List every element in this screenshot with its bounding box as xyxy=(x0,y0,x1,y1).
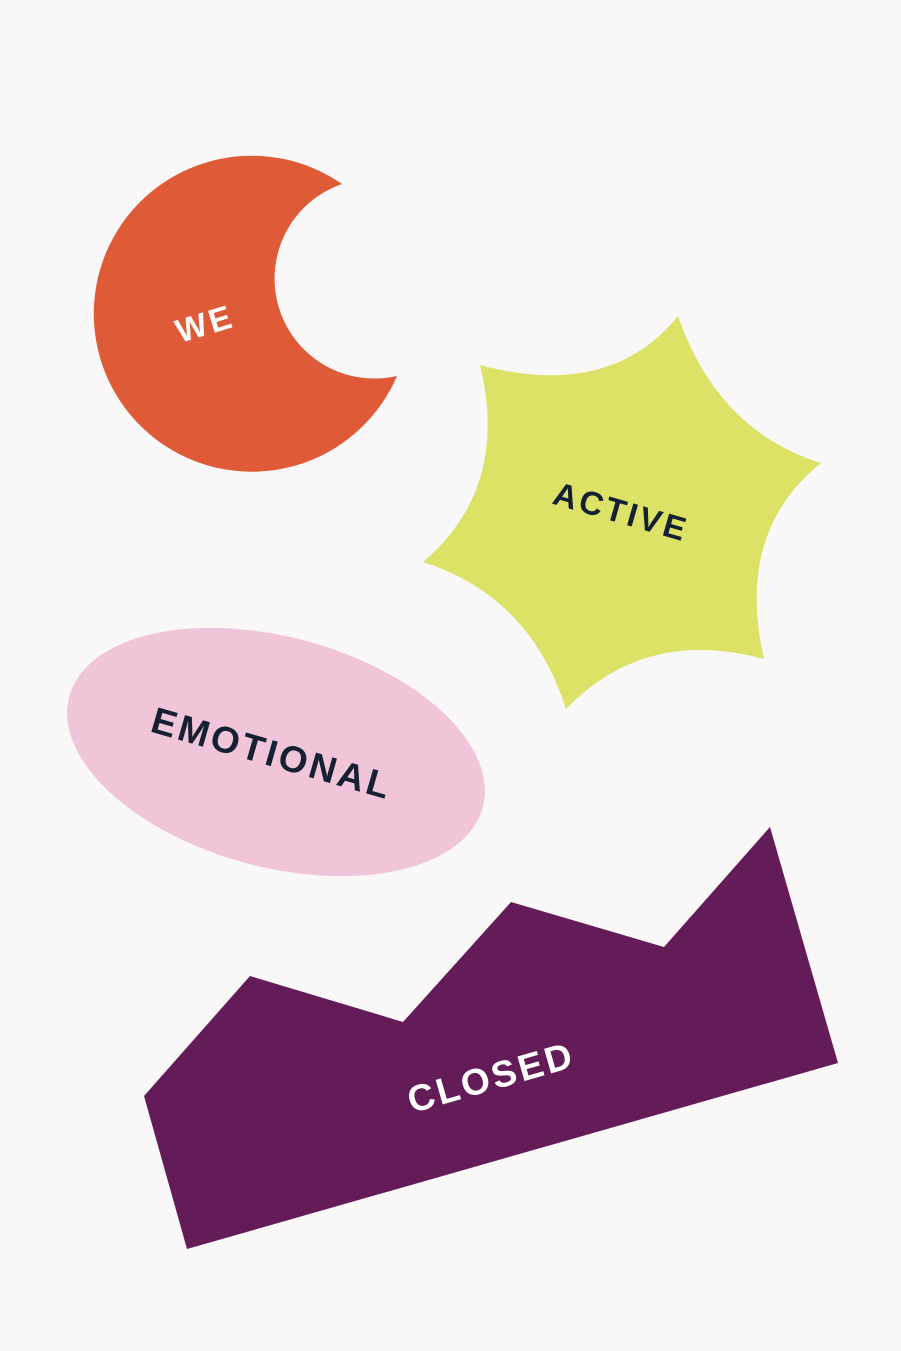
emotional-shape xyxy=(67,627,485,877)
we-sticker: WE xyxy=(93,155,398,472)
closed-shape xyxy=(144,827,838,1249)
closed-sticker: CLOSED xyxy=(144,827,838,1249)
active-sticker: ACTIVE xyxy=(423,316,821,709)
we-shape xyxy=(93,155,398,472)
emotional-sticker: EMOTIONAL xyxy=(67,627,485,877)
active-shape xyxy=(423,316,821,709)
